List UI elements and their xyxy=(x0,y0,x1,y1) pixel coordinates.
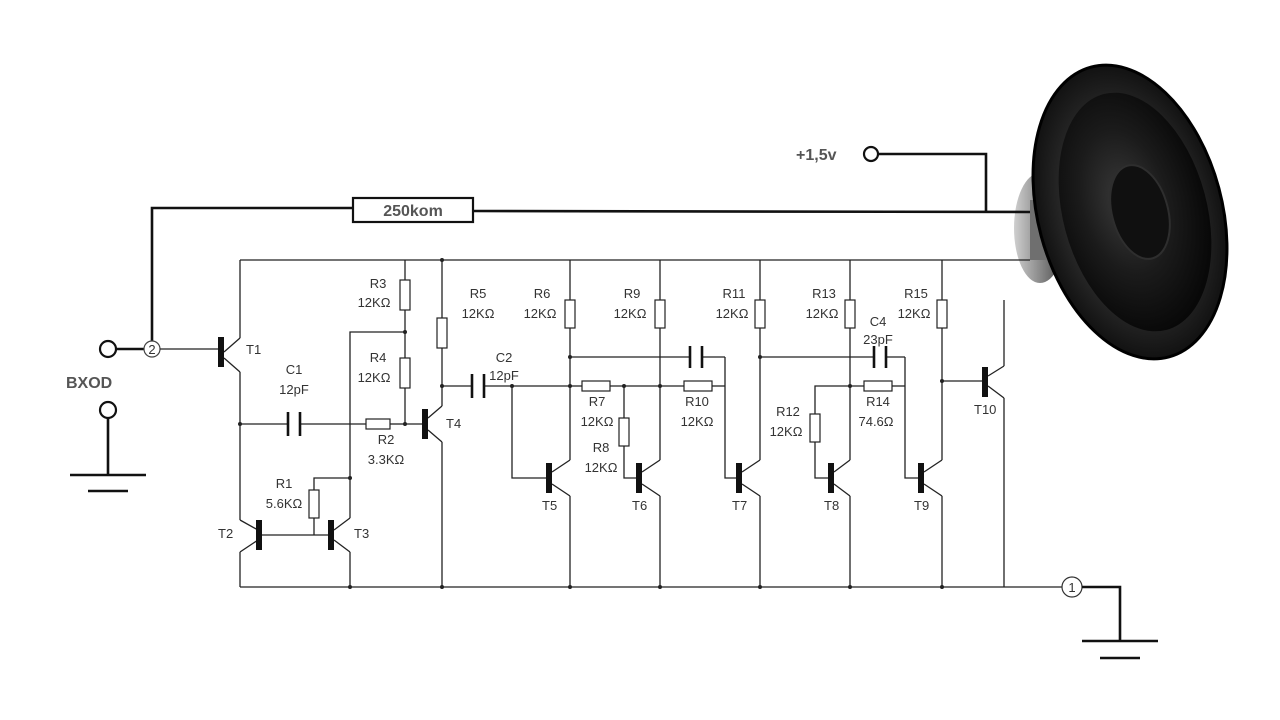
resistor-r10 xyxy=(683,380,713,392)
resistor-r7 xyxy=(581,380,611,392)
r14-value: 74.6Ω xyxy=(858,414,893,429)
transistor-t1 xyxy=(218,337,224,367)
resistor-r8 xyxy=(618,417,630,447)
r4-value: 12KΩ xyxy=(358,370,391,385)
r11-value: 12KΩ xyxy=(716,306,749,321)
r13-name: R13 xyxy=(812,286,836,301)
transistor-t3 xyxy=(328,520,334,550)
t5-label: T5 xyxy=(542,498,557,513)
t10-label: T10 xyxy=(974,402,996,417)
resistor-r9 xyxy=(654,299,666,329)
r9-name: R9 xyxy=(624,286,641,301)
resistor-r11 xyxy=(754,299,766,329)
r2-name: R2 xyxy=(378,432,395,447)
resistor-r13 xyxy=(844,299,856,329)
transistor-t7 xyxy=(736,463,742,493)
power-rails xyxy=(240,259,1158,660)
supply-wiring xyxy=(150,145,1031,345)
resistor-r5 xyxy=(436,317,448,349)
diagram-labels: +1,5v 250kom BXOD 2 1 T1 T2 T3 T4 T5 T6 … xyxy=(66,147,1076,595)
capacitor-c2 xyxy=(470,374,486,398)
r11-name: R11 xyxy=(723,286,746,301)
junction-dots xyxy=(238,258,944,589)
t9-label: T9 xyxy=(914,498,929,513)
r1-name: R1 xyxy=(276,476,293,491)
feedback-resistor-label: 250kom xyxy=(383,203,443,220)
t2-label: T2 xyxy=(218,526,233,541)
transistor-t6 xyxy=(636,463,642,493)
pin-2-label: 2 xyxy=(148,342,155,357)
r5-value: 12KΩ xyxy=(462,306,495,321)
c1-value: 12pF xyxy=(279,382,309,397)
r14-name: R14 xyxy=(866,394,890,409)
circuit-wiring xyxy=(223,260,1005,587)
t6-label: T6 xyxy=(632,498,647,513)
r13-value: 12KΩ xyxy=(806,306,839,321)
r12-value: 12KΩ xyxy=(770,424,803,439)
r15-name: R15 xyxy=(904,286,928,301)
t4-label: T4 xyxy=(446,416,461,431)
resistor-r12 xyxy=(809,413,821,443)
speaker-icon xyxy=(1014,63,1229,361)
t1-label: T1 xyxy=(246,342,261,357)
r7-name: R7 xyxy=(589,394,606,409)
r6-value: 12KΩ xyxy=(524,306,557,321)
c4-value: 23pF xyxy=(863,332,893,347)
supply-terminal xyxy=(862,145,880,163)
r7-value: 12KΩ xyxy=(581,414,614,429)
transistor-t9 xyxy=(918,463,924,493)
transistor-symbols xyxy=(218,337,988,550)
transistor-t8 xyxy=(828,463,834,493)
r6-name: R6 xyxy=(534,286,551,301)
transistor-t5 xyxy=(546,463,552,493)
c2-value: 12pF xyxy=(489,368,519,383)
c4-name: C4 xyxy=(870,314,887,329)
r2-value: 3.3KΩ xyxy=(368,452,405,467)
capacitor-c1 xyxy=(286,412,302,436)
transistor-t10 xyxy=(982,367,988,397)
r15-value: 12KΩ xyxy=(898,306,931,321)
resistor-symbols xyxy=(308,279,948,519)
capacitor-c3 xyxy=(688,346,704,368)
r5-name: R5 xyxy=(470,286,487,301)
r4-name: R4 xyxy=(370,350,387,365)
r9-value: 12KΩ xyxy=(614,306,647,321)
capacitor-c4 xyxy=(872,346,888,368)
r3-value: 12KΩ xyxy=(358,295,391,310)
resistor-r14 xyxy=(863,380,893,392)
resistor-r6 xyxy=(564,299,576,329)
t3-label: T3 xyxy=(354,526,369,541)
r8-value: 12KΩ xyxy=(585,460,618,475)
r10-name: R10 xyxy=(685,394,709,409)
pin-1-label: 1 xyxy=(1068,580,1075,595)
resistor-r3 xyxy=(399,279,411,311)
resistor-r1 xyxy=(308,489,320,519)
resistor-r15 xyxy=(936,299,948,329)
r12-name: R12 xyxy=(776,404,800,419)
resistor-r4 xyxy=(399,357,411,389)
r1-value: 5.6KΩ xyxy=(266,496,303,511)
supply-label: +1,5v xyxy=(796,147,837,164)
input-label: BXOD xyxy=(66,375,112,392)
c2-name: C2 xyxy=(496,350,513,365)
r3-name: R3 xyxy=(370,276,387,291)
resistor-r2 xyxy=(365,418,391,430)
input-terminal-group xyxy=(70,339,218,493)
transistor-t4 xyxy=(422,409,428,439)
feedback-resistor xyxy=(351,196,475,224)
t8-label: T8 xyxy=(824,498,839,513)
t7-label: T7 xyxy=(732,498,747,513)
capacitor-symbols xyxy=(286,346,888,436)
input-terminal xyxy=(98,339,118,359)
r8-name: R8 xyxy=(593,440,610,455)
transistor-t2 xyxy=(256,520,262,550)
c1-name: C1 xyxy=(286,362,303,377)
r10-value: 12KΩ xyxy=(681,414,714,429)
ground-terminal xyxy=(98,400,118,420)
